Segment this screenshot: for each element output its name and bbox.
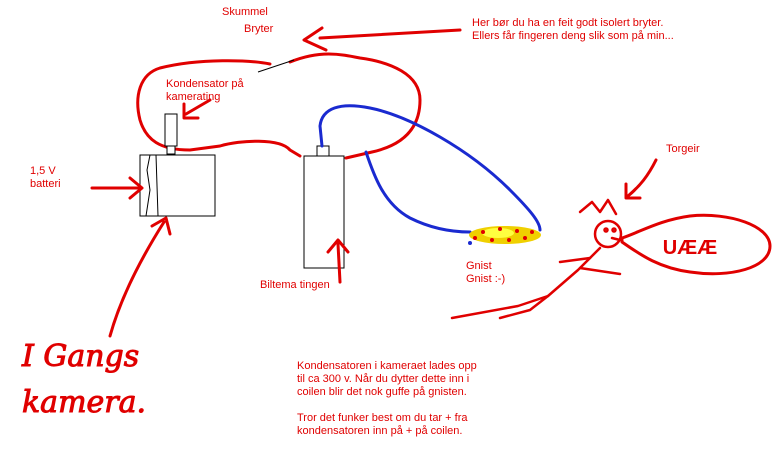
- note-bottom: Kondensatoren i kameraet lades opp til c…: [297, 360, 477, 438]
- note-top-line: Ellers får fingeren deng slik som på min…: [472, 30, 674, 42]
- coil-terminal: [316, 145, 330, 157]
- switch-lever: [257, 59, 295, 73]
- arrow-to-switch: [302, 26, 462, 52]
- label-kondensator-line: kamerating: [166, 91, 221, 103]
- arrow-to-torgeir: [624, 158, 658, 200]
- arrow-to-capacitor: [182, 98, 212, 120]
- note-top-line: Her bør du ha en feit godt isolert bryte…: [472, 17, 664, 29]
- label-torgeir: Torgeir: [666, 143, 700, 155]
- note-bottom-line: Tror det funker best om du tar + fra: [297, 412, 468, 424]
- red-wire-loop: [136, 59, 302, 158]
- note-bottom-line: kondensatoren inn på + på coilen.: [297, 425, 463, 437]
- spark: [468, 226, 541, 245]
- red-wire-right: [288, 52, 422, 160]
- note-bottom-line: coilen blir det nok guffe på gnisten.: [297, 386, 467, 398]
- arrow-to-camera: [108, 216, 172, 338]
- battery-cap: [145, 154, 159, 217]
- label-biltema: Biltema tingen: [260, 279, 330, 291]
- handwritten-line2: kamera.: [22, 385, 146, 420]
- label-batteri-line: 1,5 V: [30, 165, 56, 177]
- note-bottom-line: til ca 300 v. Når du dytter dette inn i: [297, 373, 470, 385]
- note-top: Her bør du ha en feit godt isolert bryte…: [472, 17, 674, 43]
- label-gnist: Gnist Gnist :-): [466, 260, 505, 286]
- arrow-to-battery: [90, 176, 144, 200]
- label-kondensator: Kondensator på kamerating: [166, 78, 244, 104]
- arrow-to-coil: [326, 238, 350, 284]
- label-skummel: Skummel: [222, 6, 268, 18]
- torgeir-figure: [450, 198, 623, 320]
- paragraph-gap: [297, 399, 477, 412]
- speech-bubble: [620, 213, 772, 276]
- blue-wire-lower: [364, 150, 472, 234]
- label-bryter: Bryter: [244, 23, 274, 35]
- label-gnist-line: Gnist: [466, 260, 492, 272]
- label-gnist-line: Gnist :-): [466, 273, 506, 285]
- camera-capacitor: [164, 113, 178, 147]
- speech-text: UÆÆ: [663, 237, 717, 259]
- battery: [139, 154, 216, 217]
- label-batteri-line: batteri: [30, 178, 61, 190]
- label-kondensator-line: Kondensator på: [166, 78, 244, 90]
- handwritten-line1: I Gangs: [21, 339, 139, 374]
- label-batteri: 1,5 V batteri: [30, 165, 61, 191]
- blue-wire-upper: [318, 104, 542, 232]
- capacitor-lead: [166, 145, 176, 155]
- note-bottom-line: Kondensatoren i kameraet lades opp: [297, 360, 477, 372]
